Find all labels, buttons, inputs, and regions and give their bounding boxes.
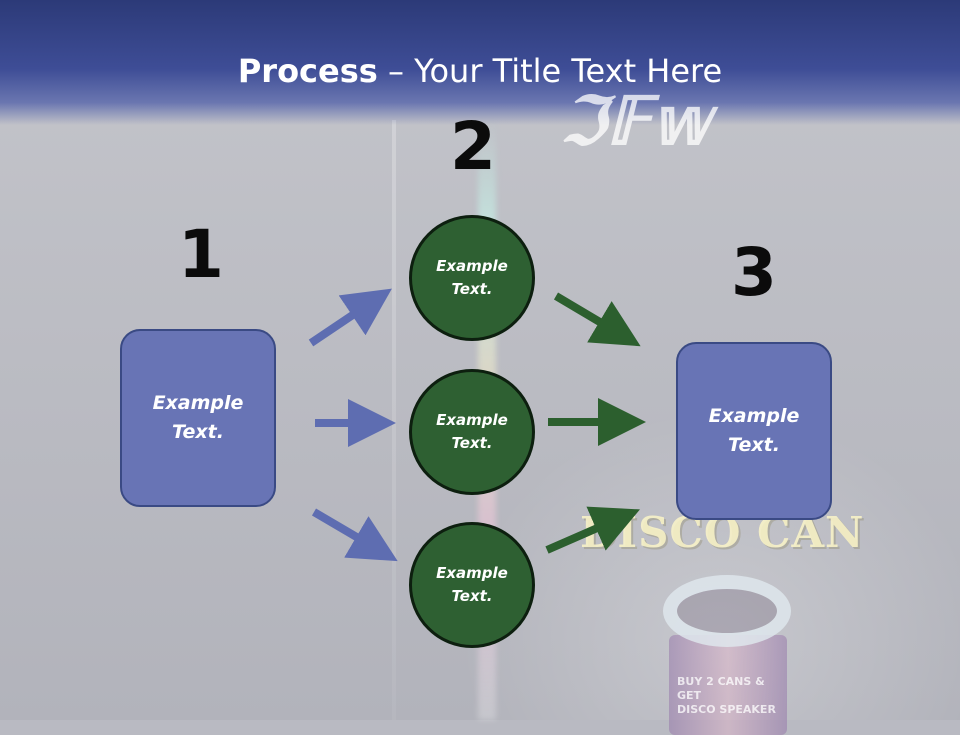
arrow-1-to-bottom xyxy=(311,508,398,562)
circle-bottom-text-line1: Example xyxy=(436,564,508,582)
step-3-text-line2: Text. xyxy=(728,434,780,456)
step-1-text-line2: Text. xyxy=(172,421,224,443)
circle-top-text-line2: Text. xyxy=(451,280,493,298)
step-3-box[interactable]: Example Text. xyxy=(676,342,832,520)
step-1-text-line1: Example xyxy=(152,392,244,414)
background-can-image: BUY 2 CANS & GET DISCO SPEAKER xyxy=(655,575,805,735)
title-bar xyxy=(0,0,960,125)
step-number-1: 1 xyxy=(178,216,224,293)
arrow-top-to-3 xyxy=(553,292,641,347)
arrow-1-to-top xyxy=(308,288,392,347)
arrows-layer xyxy=(308,288,646,562)
can-label-line1: BUY 2 CANS & GET xyxy=(677,675,765,702)
step-number-2: 2 xyxy=(450,108,496,185)
background-script-flourish: ℑ𝔽𝕨 xyxy=(560,82,711,160)
circle-bottom[interactable]: Example Text. xyxy=(409,522,535,648)
step-1-box[interactable]: Example Text. xyxy=(120,329,276,507)
title-rest: – Your Title Text Here xyxy=(377,52,723,90)
circle-middle-text-line1: Example xyxy=(436,411,508,429)
circle-middle-text-line2: Text. xyxy=(451,434,493,452)
circle-bottom-text-line2: Text. xyxy=(451,587,493,605)
slide-title: Process – Your Title Text Here xyxy=(0,52,960,90)
step-3-text-line1: Example xyxy=(708,405,800,427)
title-bold: Process xyxy=(237,52,378,90)
step-number-3: 3 xyxy=(731,234,777,311)
can-body xyxy=(669,635,787,735)
can-label-line2: DISCO SPEAKER xyxy=(677,703,776,716)
circle-top-text-line1: Example xyxy=(436,257,508,275)
arrow-bottom-to-3 xyxy=(545,506,640,554)
can-label: BUY 2 CANS & GET DISCO SPEAKER xyxy=(677,675,781,717)
circle-top[interactable]: Example Text. xyxy=(409,215,535,341)
circle-middle[interactable]: Example Text. xyxy=(409,369,535,495)
